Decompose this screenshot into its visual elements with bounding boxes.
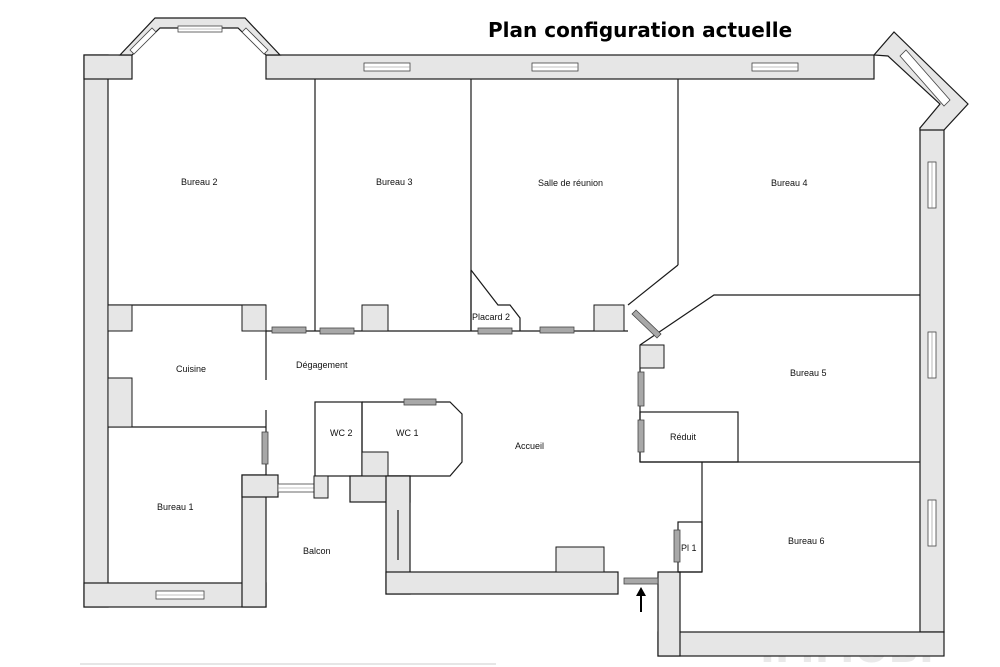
wall-bureau6-west	[657, 571, 681, 657]
label-salle-reunion: Salle de réunion	[538, 178, 603, 188]
label-bureau-6: Bureau 6	[788, 536, 825, 546]
exterior-wall-bottom-right	[657, 631, 945, 657]
door-4	[539, 326, 575, 334]
label-bureau-3: Bureau 3	[376, 177, 413, 187]
pillar-bureau5	[639, 344, 665, 369]
label-pl-1: Pl 1	[681, 543, 697, 553]
pillar-1	[107, 304, 133, 332]
bay-window-pane-left	[129, 27, 157, 55]
label-bureau-1: Bureau 1	[157, 502, 194, 512]
door-7	[637, 419, 645, 453]
exterior-wall-left	[83, 54, 109, 608]
pillar-4	[593, 304, 625, 332]
door-5	[631, 309, 662, 339]
label-reduit: Réduit	[670, 432, 697, 442]
label-placard-2: Placard 2	[472, 312, 510, 322]
label-bureau-4: Bureau 4	[771, 178, 808, 188]
label-wc-1: WC 1	[396, 428, 419, 438]
door-1	[271, 326, 307, 334]
pillar-2	[241, 304, 267, 332]
door-entrance	[623, 577, 659, 585]
label-cuisine: Cuisine	[176, 364, 206, 374]
wall-bureau1-stub	[241, 474, 279, 498]
door-2	[319, 327, 355, 335]
plan-title: Plan configuration actuelle	[488, 18, 792, 42]
pillar-wc1	[361, 451, 389, 477]
entrance-arrow-head	[636, 587, 646, 596]
bay-window-pane-right	[241, 27, 269, 55]
label-bureau-5: Bureau 5	[790, 368, 827, 378]
door-10	[673, 529, 681, 563]
door-6	[637, 371, 645, 407]
label-degagement: Dégagement	[296, 360, 348, 370]
door-3	[477, 327, 513, 335]
bay-window-right-pane	[899, 49, 951, 107]
wall-accueil-south	[385, 571, 619, 595]
door-8	[261, 431, 269, 465]
label-wc-2: WC 2	[330, 428, 353, 438]
label-bureau-2: Bureau 2	[181, 177, 218, 187]
bay-window-right	[872, 31, 969, 131]
pillar-accueil	[555, 546, 605, 573]
exterior-wall-top-left	[83, 54, 133, 80]
pillar-cuisine	[107, 377, 133, 428]
pillar-3	[361, 304, 389, 332]
pillar-wc2	[313, 475, 329, 499]
door-9	[403, 398, 437, 406]
wc2-box	[314, 401, 363, 477]
label-accueil: Accueil	[515, 441, 544, 451]
label-balcon: Balcon	[303, 546, 331, 556]
